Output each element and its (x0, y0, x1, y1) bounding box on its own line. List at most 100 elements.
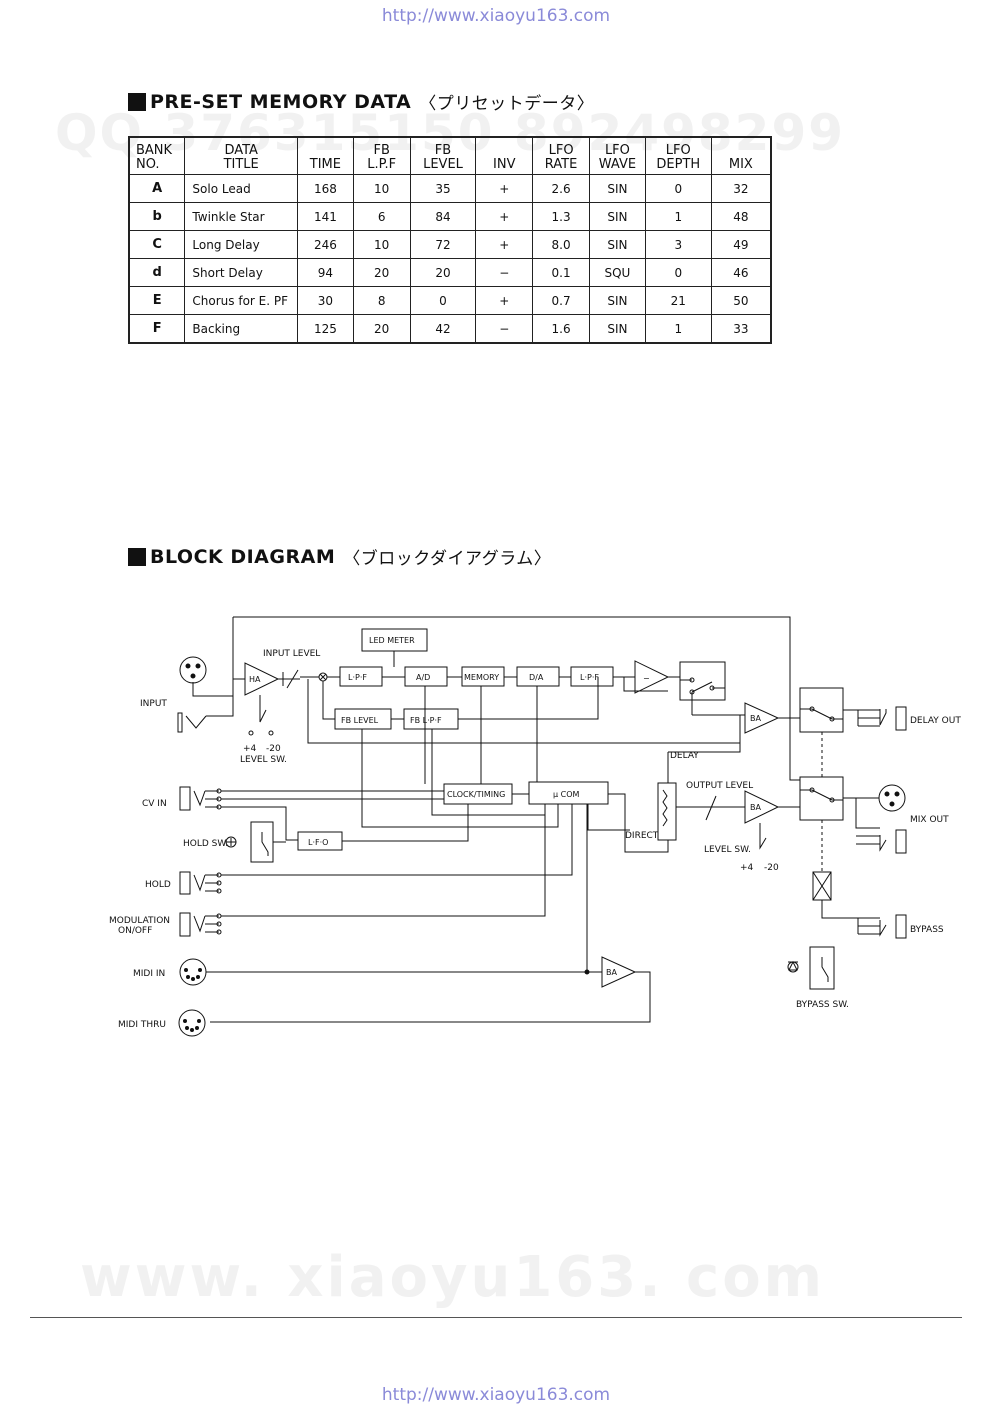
table-cell: − (475, 258, 534, 287)
table-cell: 46 (710, 258, 772, 287)
label-ad: A/D (416, 673, 430, 682)
table-cell: 0 (644, 174, 712, 203)
column-header-line1: LFO (665, 143, 691, 158)
label-ba-1: BA (750, 714, 761, 723)
table-cell: 0 (644, 258, 712, 287)
phone-jack-input-icon (177, 712, 183, 733)
midi-in-jack-icon (179, 958, 207, 986)
table-cell: Backing (184, 314, 298, 344)
footer-url[interactable]: http://www.xiaoyu163.com (381, 1385, 611, 1405)
label-lpf-2: L·P·F (580, 673, 599, 682)
ba-amplifier-2 (744, 790, 780, 824)
label-hold: HOLD (145, 880, 171, 890)
input-level-pot-icon (282, 669, 300, 689)
table-cell: A (128, 174, 186, 203)
table-cell: 20 (352, 258, 411, 287)
label-ha: HA (249, 675, 261, 684)
column-header-line2: LEVEL (423, 157, 463, 172)
table-cell: 8 (352, 286, 411, 315)
label-memory: MEMORY (464, 673, 499, 682)
table-cell: F (128, 314, 186, 344)
label-ba-3: BA (606, 968, 617, 977)
label-fb-level: FB LEVEL (341, 716, 379, 725)
bypass-switch[interactable] (809, 946, 835, 990)
block-heading-jp: 〈ブロックダイアグラム〉 (343, 549, 552, 569)
table-cell: SIN (588, 174, 646, 203)
table-cell: 48 (710, 202, 772, 231)
inv-switch-box (679, 661, 726, 701)
table-cell: 0.7 (532, 286, 590, 315)
table-cell: 72 (409, 230, 477, 259)
label-onoff: ON/OFF (118, 926, 152, 936)
column-header-line2: NO. (136, 157, 160, 172)
label-output-level: OUTPUT LEVEL (686, 781, 753, 791)
table-cell: 20 (409, 258, 477, 287)
column-header-line1: FB (373, 143, 390, 158)
column-header-line2: INV (493, 157, 516, 172)
column-header-line1: DATA (224, 143, 258, 158)
label-midi-in: MIDI IN (133, 969, 165, 979)
cv-in-jack-icon (179, 786, 191, 811)
table-cell: 21 (644, 286, 712, 315)
table-cell: Solo Lead (184, 174, 298, 203)
preset-heading-jp: 〈プリセットデータ〉 (419, 94, 595, 114)
label-minus: − (643, 674, 650, 683)
header-url[interactable]: http://www.xiaoyu163.com (381, 6, 611, 26)
table-cell: 1 (644, 202, 712, 231)
table-cell: 2.6 (532, 174, 590, 203)
label-mix-out: MIX OUT (910, 815, 949, 825)
table-cell: + (475, 202, 534, 231)
table-cell: 30 (296, 286, 354, 315)
label-minus20-out: -20 (764, 863, 779, 873)
table-cell: 141 (296, 202, 354, 231)
label-modulation: MODULATION (109, 916, 170, 926)
table-cell: + (475, 230, 534, 259)
table-cell: 6 (352, 202, 411, 231)
square-bullet-icon (128, 92, 146, 111)
table-cell: d (128, 258, 186, 287)
column-header-line2: MIX (728, 157, 753, 172)
delay-direct-pot (657, 782, 677, 841)
table-cell: 33 (710, 314, 772, 344)
label-direct: DIRECT (625, 831, 659, 841)
label-level-sw-in: LEVEL SW. (240, 755, 287, 765)
column-header-line2: RATE (544, 157, 578, 172)
delay-out-switch-box (799, 687, 844, 733)
ucom-block (528, 781, 609, 805)
table-cell: SIN (588, 314, 646, 344)
delay-out-jack-icon (895, 706, 907, 731)
label-input: INPUT (140, 699, 167, 709)
table-cell: 32 (710, 174, 772, 203)
column-header-line1: LFO (548, 143, 574, 158)
block-heading-text: BLOCK DIAGRAM (150, 545, 336, 568)
label-delay: DELAY (670, 751, 699, 761)
label-lfo: L·F·O (308, 838, 328, 847)
modulation-jack-icon (179, 912, 191, 937)
block-heading: BLOCK DIAGRAM 〈ブロックダイアグラム〉 (128, 544, 551, 569)
table-cell: 3 (644, 230, 712, 259)
table-cell: 1 (644, 314, 712, 344)
mix-out-jack-icon (895, 829, 907, 854)
label-bypass: BYPASS (910, 925, 944, 935)
square-bullet-icon (128, 547, 146, 566)
table-cell: 10 (352, 174, 411, 203)
label-clock-timing: CLOCK/TIMING (447, 790, 505, 799)
label-fb-lpf: FB L·P·F (410, 716, 442, 725)
column-header: MIX (710, 136, 772, 175)
output-level-pot-icon (676, 795, 720, 821)
table-cell: 35 (409, 174, 477, 203)
column-header-line1: FB (434, 143, 452, 158)
table-cell: 84 (409, 202, 477, 231)
table-cell: 10 (352, 230, 411, 259)
table-cell: SIN (588, 202, 646, 231)
